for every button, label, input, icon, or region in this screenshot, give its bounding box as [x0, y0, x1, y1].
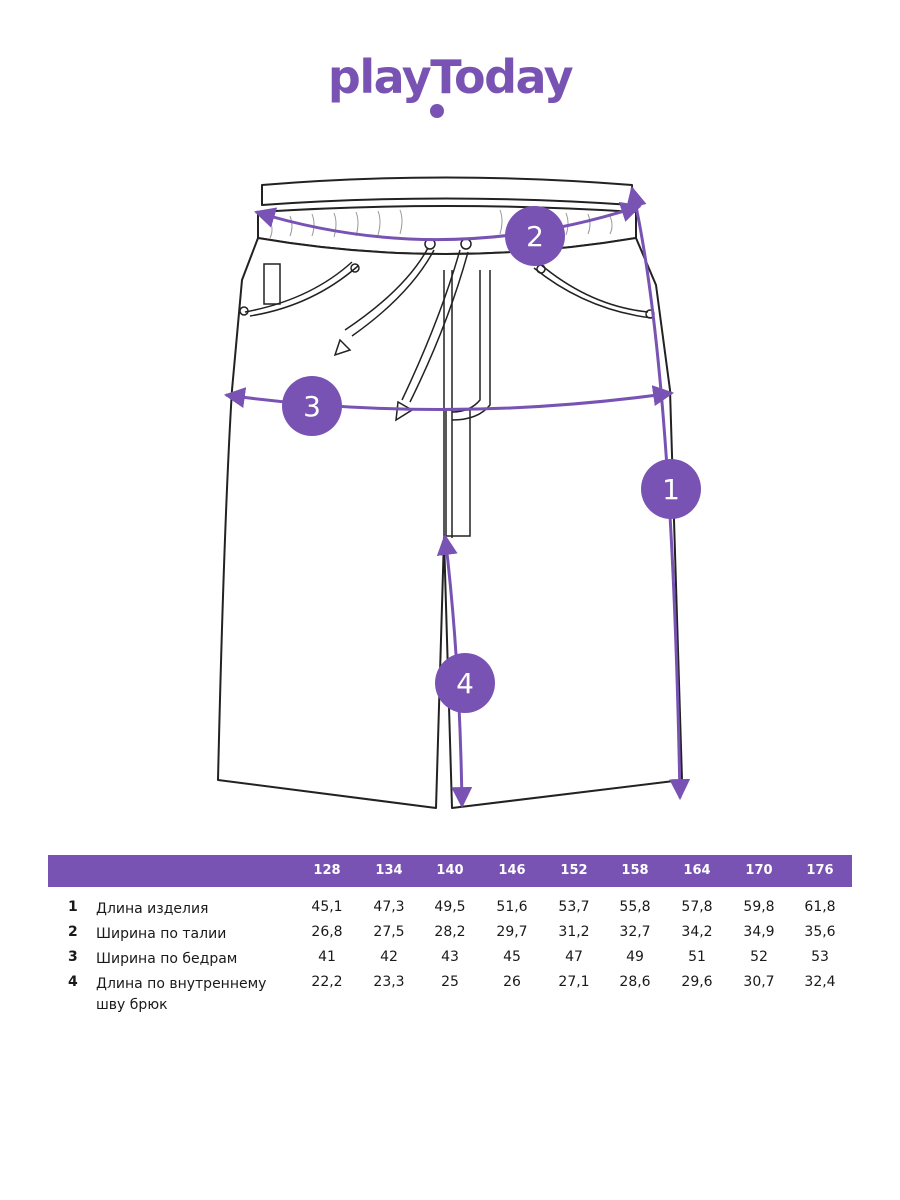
table-cell: 29,7: [496, 924, 528, 940]
marker-4-label: 4: [456, 667, 474, 700]
row-number: 2: [68, 924, 78, 940]
size-header-cell: 152: [560, 863, 588, 878]
marker-2-label: 2: [526, 220, 544, 253]
table-cell: 34,2: [681, 924, 713, 940]
table-cell: 27,5: [373, 924, 405, 940]
table-cell: 34,9: [743, 924, 775, 940]
table-cell: 49: [626, 949, 644, 965]
shorts-measurement-diagram: 1 2 3 4: [217, 176, 701, 809]
table-cell: 28,2: [434, 924, 466, 940]
row-label: Ширина по талии: [96, 926, 227, 942]
table-row: 1 Длина изделия 45,1 47,3 49,5 51,6 53,7…: [48, 895, 852, 920]
table-cell: 45,1: [311, 899, 343, 915]
table-cell: 42: [380, 949, 398, 965]
table-cell: 25: [441, 974, 459, 990]
marker-3-circle: [282, 376, 342, 436]
size-header-cell: 146: [498, 863, 526, 878]
size-header-cell: 140: [436, 863, 464, 878]
row-label: Длина по внутреннему шву брюк: [96, 976, 267, 1013]
table-cell: 23,3: [373, 974, 405, 990]
table-cell: 31,2: [558, 924, 590, 940]
table-cell: 27,1: [558, 974, 590, 990]
table-cell: 29,6: [681, 974, 713, 990]
marker-1-circle: [641, 459, 701, 519]
size-header-cell: 158: [621, 863, 649, 878]
marker-2-circle: [505, 206, 565, 266]
table-cell: 22,2: [311, 974, 343, 990]
row-label: Длина изделия: [96, 901, 209, 917]
marker-badges: 1 2 3 4: [282, 206, 701, 713]
table-cell: 26,8: [311, 924, 343, 940]
arrow-2-waist: [253, 201, 642, 241]
size-header-cell: 170: [745, 863, 773, 878]
brand-logo: playToday: [327, 50, 574, 104]
table-cell: 49,5: [434, 899, 466, 915]
shorts-outline: [217, 176, 683, 809]
size-header-cell: 134: [375, 863, 403, 878]
row-number: 4: [68, 974, 78, 990]
table-cell: 47: [565, 949, 583, 965]
size-header-cell: 128: [313, 863, 341, 878]
drawstring: [333, 238, 472, 422]
logo-dot: [430, 104, 444, 118]
size-header-row: 128 134 140 146 152 158 164 170 176: [48, 855, 852, 887]
size-header-cell: 176: [806, 863, 834, 878]
table-cell: 45: [503, 949, 521, 965]
arrow-1-length: [626, 185, 691, 801]
table-cell: 55,8: [619, 899, 651, 915]
table-cell: 51: [688, 949, 706, 965]
table-cell: 43: [441, 949, 459, 965]
table-cell: 53: [811, 949, 829, 965]
table-row: 3 Ширина по бедрам 41 42 43 45 47 49 51 …: [48, 945, 852, 970]
table-cell: 47,3: [373, 899, 405, 915]
row-number: 3: [68, 949, 78, 965]
table-cell: 30,7: [743, 974, 775, 990]
row-label: Ширина по бедрам: [96, 951, 238, 967]
size-header-cell: 164: [683, 863, 711, 878]
table-cell: 26: [503, 974, 521, 990]
table-cell: 51,6: [496, 899, 528, 915]
table-cell: 32,7: [619, 924, 651, 940]
table-cell: 59,8: [743, 899, 775, 915]
table-row: 2 Ширина по талии 26,8 27,5 28,2 29,7 31…: [48, 920, 852, 945]
table-cell: 61,8: [804, 899, 836, 915]
table-cell: 52: [750, 949, 768, 965]
table-cell: 35,6: [804, 924, 836, 940]
marker-3-label: 3: [303, 390, 321, 423]
table-cell: 32,4: [804, 974, 836, 990]
table-row: 4 Длина по внутреннему шву брюк 22,2 23,…: [48, 970, 852, 1016]
row-number: 1: [68, 899, 78, 915]
size-table: 128 134 140 146 152 158 164 170 176 1 Дл…: [48, 855, 852, 1016]
marker-4-circle: [435, 653, 495, 713]
table-cell: 41: [318, 949, 336, 965]
table-cell: 28,6: [619, 974, 651, 990]
marker-1-label: 1: [662, 473, 680, 506]
table-cell: 53,7: [558, 899, 590, 915]
table-cell: 57,8: [681, 899, 713, 915]
